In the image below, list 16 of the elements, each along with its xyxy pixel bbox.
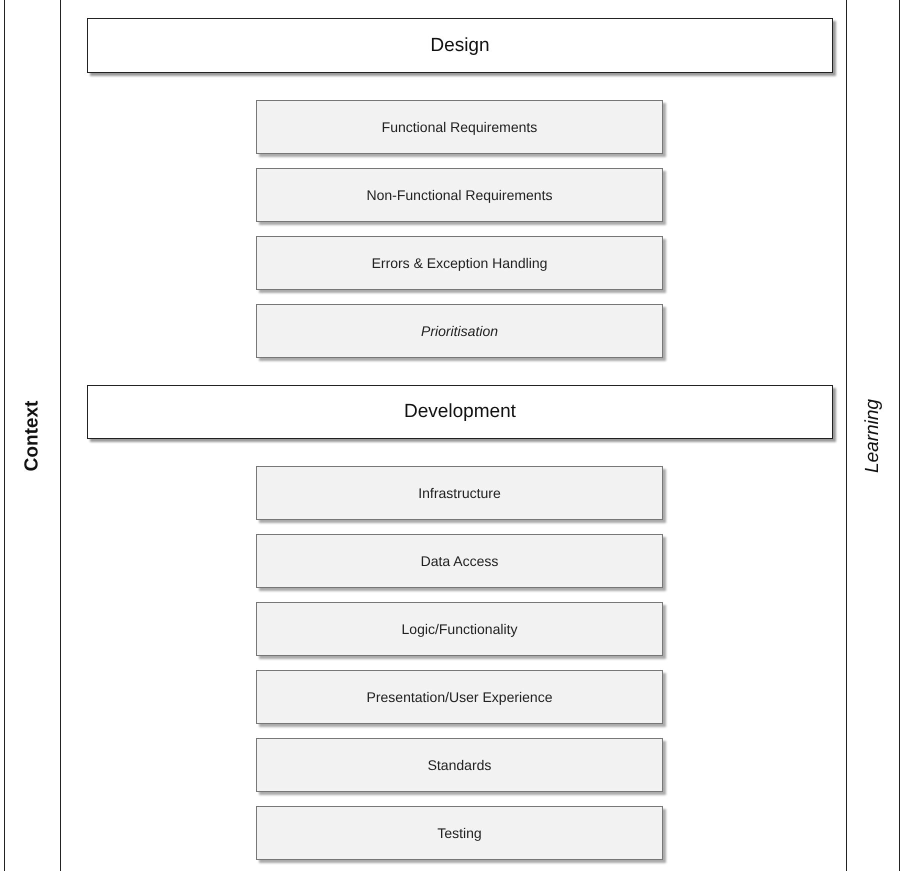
layer-box: Errors & Exception Handling	[256, 236, 663, 290]
section-header: Development	[87, 385, 833, 439]
section-header: Design	[87, 18, 833, 73]
layer-box: Standards	[256, 738, 663, 792]
band-label: Context	[22, 400, 44, 471]
layer-box: Data Access	[256, 534, 663, 588]
layer-box: Prioritisation	[256, 304, 663, 358]
layer-box: Infrastructure	[256, 466, 663, 520]
layer-box: Testing	[256, 806, 663, 860]
context-band	[4, 0, 61, 871]
layer-box: Presentation/User Experience	[256, 670, 663, 724]
layer-box: Logic/Functionality	[256, 602, 663, 656]
layer-box: Functional Requirements	[256, 100, 663, 154]
layer-box: Non-Functional Requirements	[256, 168, 663, 222]
band-label: Learning	[862, 398, 884, 472]
learning-band	[846, 0, 900, 871]
